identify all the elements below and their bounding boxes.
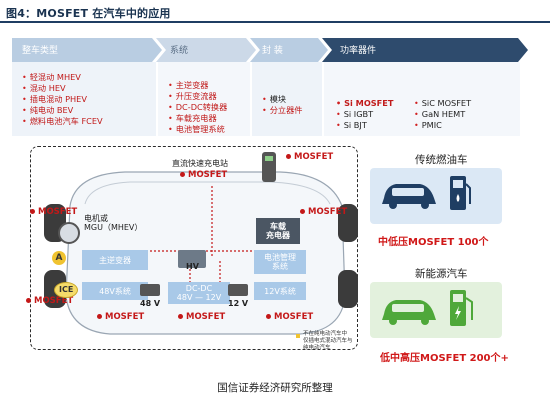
power-device-col2: •SiC MOSFET •GaN HEMT •PMIC (414, 98, 471, 131)
vehicle-type-header: 整车类型 (22, 46, 59, 56)
main-inverter-box: 主逆变器 (82, 250, 148, 270)
fuel-car-count: 中低压MOSFET 100个 (378, 237, 489, 248)
battery-48v-label: 48 V (140, 299, 161, 308)
mosfet-label: MOSFET (180, 170, 227, 180)
list-item: •升压变流器 (168, 91, 217, 101)
diagram-legend: 不在纯电动汽车中 仅插电式混动汽车与 纯电动汽车 (303, 331, 353, 351)
power-device-col1: •Si MOSFET •Si IGBT •Si BJT (336, 98, 393, 131)
source-footer: 国信证券经济研究所整理 (217, 382, 333, 394)
list-item: •Si MOSFET (336, 98, 394, 108)
mosfet-label: MOSFET (26, 296, 73, 306)
list-item: •主逆变器 (168, 80, 209, 90)
list-item: •SiC MOSFET (414, 98, 472, 108)
ice-icon (54, 282, 78, 298)
chevron-banner (12, 38, 528, 62)
ev-charging-icon (450, 290, 473, 326)
motor-icon (58, 222, 80, 244)
list-item: •车载充电器 (168, 113, 217, 123)
hv-label: HV (186, 262, 199, 271)
battery-12v-icon (228, 284, 248, 296)
list-item: •燃料电池汽车 FCEV (22, 116, 103, 126)
charger-screen-icon (265, 156, 273, 161)
list-item: •DC-DC转换器 (168, 102, 228, 112)
nev-car-title: 新能源汽车 (415, 268, 468, 280)
charging-station-label: 直流快速充电站 (172, 159, 228, 168)
nev-car-icon (382, 300, 436, 325)
list-item: •GaN HEMT (414, 109, 466, 119)
list-item: •插电混动 PHEV (22, 94, 87, 104)
list-item: •PMIC (414, 120, 442, 130)
vehicle-type-panel (12, 62, 156, 136)
mosfet-label: MOSFET (300, 207, 347, 217)
mosfet-label: MOSFET (266, 312, 313, 322)
package-panel (252, 62, 322, 136)
list-item: •分立器件 (262, 105, 303, 115)
list-item: •混动 HEV (22, 83, 66, 93)
mosfet-label: MOSFET (286, 152, 333, 162)
fuel-pump-icon (450, 176, 471, 210)
list-item: •模块 (262, 94, 287, 104)
legend-swatch-icon (296, 334, 300, 338)
title-rule (0, 21, 550, 23)
fuel-car-title: 传统燃油车 (415, 154, 468, 166)
bms-box: 电池管理 系统 (254, 250, 306, 274)
mosfet-label: MOSFET (30, 207, 77, 217)
list-item: •纯电动 BEV (22, 105, 74, 115)
list-item: •Si BJT (336, 120, 367, 130)
package-header: 封 装 (262, 46, 283, 56)
ice-label: ICE (59, 285, 74, 294)
list-item: •Si IGBT (336, 109, 374, 119)
package-list: •模块 •分立器件 (262, 94, 302, 116)
fuel-car-icon (382, 184, 436, 209)
battery-48v-icon (140, 284, 160, 296)
onboard-charger-box: 车载 充电器 (256, 218, 300, 244)
list-item: •电池管理系统 (168, 124, 225, 134)
power-device-panel (324, 62, 520, 136)
system-list: •主逆变器 •升压变流器 •DC-DC转换器 •车载充电器 •电池管理系统 (168, 80, 227, 135)
battery-12v-label: 12 V (228, 299, 249, 308)
mosfet-label: MOSFET (178, 312, 225, 322)
12v-system-box: 12V系统 (254, 282, 306, 300)
vehicle-type-list: •轻混动 MHEV •混动 HEV •插电混动 PHEV •纯电动 BEV •燃… (22, 72, 103, 127)
diagram-frame (30, 146, 358, 350)
power-device-header: 功率器件 (340, 46, 377, 56)
dcdc-box: DC-DC 48V — 12V (168, 282, 230, 304)
mosfet-label: MOSFET (97, 312, 144, 322)
nev-car-count: 低中高压MOSFET 200个+ (380, 353, 509, 364)
figure-title: 图4：MOSFET 在汽车中的应用 (6, 7, 171, 20)
system-header: 系统 (170, 46, 189, 56)
system-panel (158, 62, 250, 136)
hv-battery-icon (178, 250, 206, 268)
motor-label: 电机或 MGU（MHEV） (84, 214, 143, 232)
48v-system-box: 48V系统 (82, 282, 148, 300)
battery-warning-icon: A (52, 251, 66, 265)
list-item: •轻混动 MHEV (22, 72, 81, 82)
